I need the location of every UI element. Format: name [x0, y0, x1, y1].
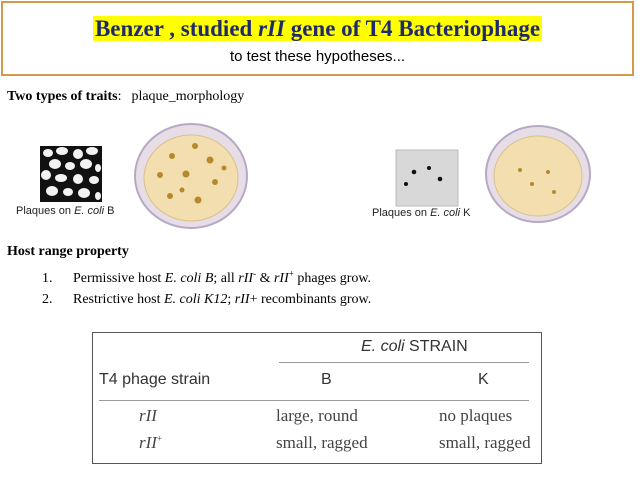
table-cell: no plaques [439, 406, 513, 425]
traits-label: Two types of traits [7, 89, 118, 104]
traits-line: Two types of traits: plaque_morphology [7, 89, 244, 105]
title-box: Benzer , studied rII gene of T4 Bacterio… [1, 1, 634, 76]
title-gene: rII [258, 16, 285, 41]
plaques-k-figure: Plaques on E. coli K [368, 112, 593, 232]
plaques-b-illustration [40, 123, 248, 229]
table-row-strain: rII+ [139, 433, 163, 452]
caption-b: Plaques on E. coli B [16, 205, 115, 217]
agar-k [493, 135, 583, 217]
plaques-k-illustration [395, 125, 591, 223]
agar-b [143, 134, 239, 222]
table-row-strain: rII [139, 406, 157, 425]
body-rule [99, 400, 529, 401]
traits-value: plaque_morphology [131, 89, 245, 104]
dish-plaques-b [157, 143, 227, 204]
traits-colon: : [117, 89, 122, 104]
header-rule [279, 362, 529, 363]
caption-k: Plaques on E. coli K [372, 207, 471, 219]
plaques-b-figure: Plaques on E. coli B [10, 112, 250, 232]
strain-header: E. coli STRAIN [361, 338, 468, 355]
host-range-title: Host range property [7, 244, 129, 259]
list-item: 2.Restrictive host E. coli K12; rII+ rec… [42, 292, 372, 307]
table-cell: small, ragged [276, 433, 368, 452]
plaque-spots-k [404, 166, 443, 186]
row-header: T4 phage strain [99, 371, 211, 388]
title-prefix: Benzer , studied [94, 16, 259, 41]
plaque-swatch-k [395, 149, 459, 207]
slide-subtitle: to test these hypotheses... [229, 48, 406, 65]
phage-table: E. coli STRAIN T4 phage strain B K rII l… [92, 332, 542, 464]
dish-plaques-k [518, 168, 556, 194]
col-b-header: B [321, 371, 332, 388]
slide-title: Benzer , studied rII gene of T4 Bacterio… [3, 16, 632, 42]
list-item: 1.Permissive host E. coli B; all rII- & … [42, 268, 372, 286]
table-cell: large, round [276, 406, 358, 425]
title-highlight: Benzer , studied rII gene of T4 Bacterio… [92, 16, 543, 41]
title-suffix: gene of T4 Bacteriophage [284, 16, 541, 41]
plaque-spots-b [41, 147, 101, 200]
host-range-list: 1.Permissive host E. coli B; all rII- & … [42, 268, 371, 310]
col-k-header: K [478, 371, 489, 388]
table-cell: small, ragged [439, 433, 531, 452]
